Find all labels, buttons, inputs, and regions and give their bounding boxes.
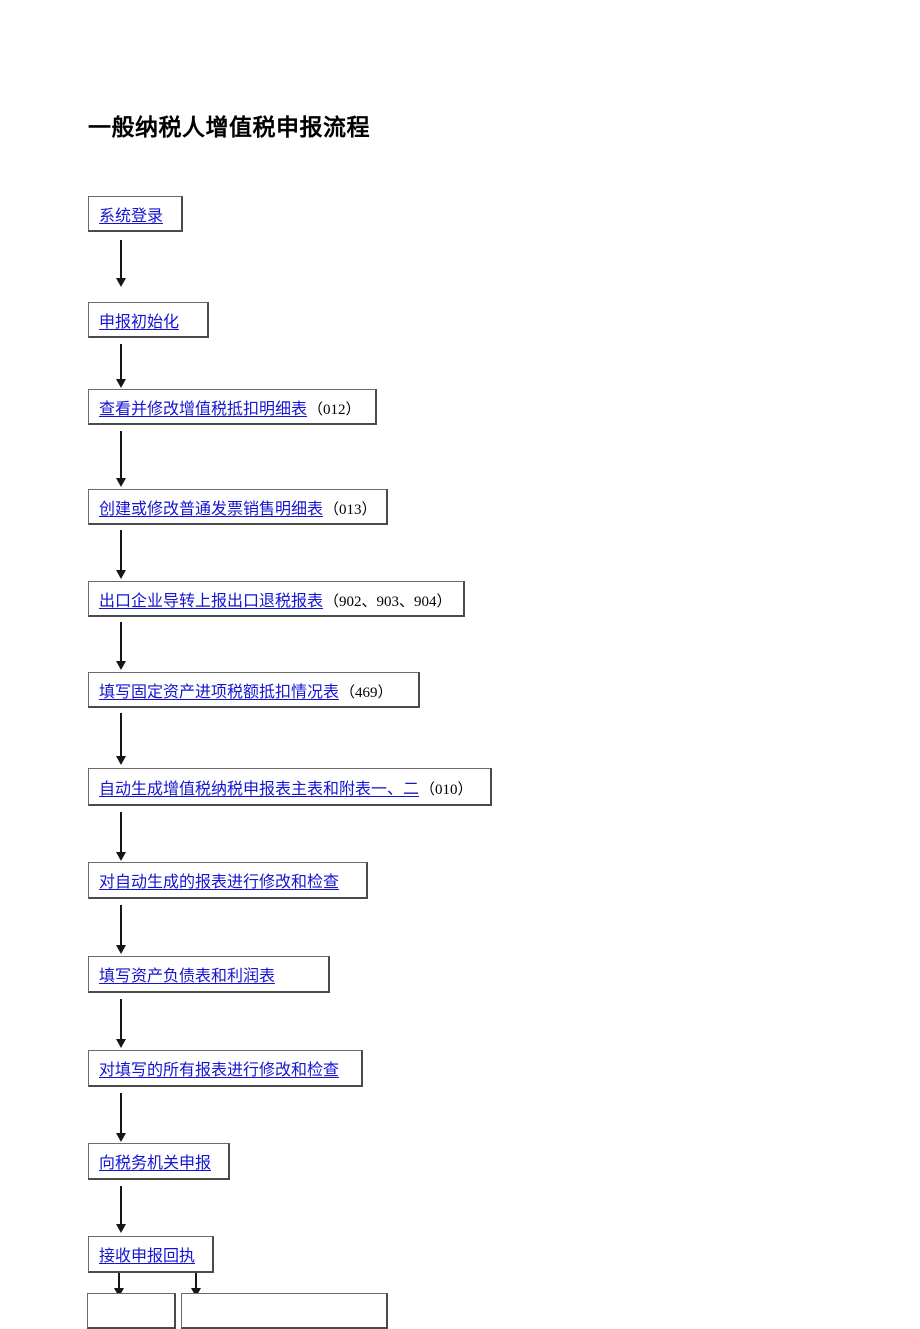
arrow-shaft bbox=[120, 622, 122, 661]
flow-node-invoice-sales-text: 创建或修改普通发票销售明细表（013） bbox=[89, 495, 377, 519]
flow-node-invoice-sales-label: 创建或修改普通发票销售明细表 bbox=[99, 500, 324, 518]
arrow-shaft bbox=[195, 1273, 197, 1288]
flow-node-branch-right[interactable] bbox=[181, 1293, 388, 1329]
flow-node-export-refund[interactable]: 出口企业导转上报出口退税报表（902、903、904） bbox=[88, 581, 465, 617]
arrow-shaft bbox=[120, 431, 122, 478]
flow-node-invoice-sales-code: （013） bbox=[324, 501, 377, 518]
flow-node-branch-left[interactable] bbox=[87, 1293, 176, 1329]
arrow-head-icon bbox=[116, 379, 126, 388]
arrow-head-icon bbox=[116, 945, 126, 954]
arrow-shaft bbox=[118, 1273, 120, 1288]
flow-node-balance-sheet-label: 填写资产负债表和利润表 bbox=[99, 968, 276, 985]
arrow-head-icon bbox=[116, 661, 126, 670]
flow-node-auto-generate-code: （010） bbox=[420, 781, 473, 798]
arrow-shaft bbox=[120, 713, 122, 756]
flow-node-init-text: 申报初始化 bbox=[89, 308, 180, 332]
flow-node-login[interactable]: 系统登录 bbox=[88, 196, 183, 232]
flow-node-fixed-assets-label: 填写固定资产进项税额抵扣情况表 bbox=[99, 683, 340, 701]
arrow-shaft bbox=[120, 1093, 122, 1133]
flow-node-modify-auto[interactable]: 对自动生成的报表进行修改和检查 bbox=[88, 862, 368, 899]
flow-node-receipt-code bbox=[195, 1249, 196, 1265]
arrow-head-icon bbox=[116, 852, 126, 861]
arrow-shaft bbox=[120, 999, 122, 1039]
flow-node-deduct-detail-text: 查看并修改增值税抵扣明细表（012） bbox=[89, 395, 361, 419]
flow-node-export-refund-text: 出口企业导转上报出口退税报表（902、903、904） bbox=[89, 587, 452, 611]
flow-node-modify-all[interactable]: 对填写的所有报表进行修改和检查 bbox=[88, 1050, 363, 1087]
flow-node-receipt-text: 接收申报回执 bbox=[89, 1242, 196, 1266]
flow-node-submit-tax-code bbox=[211, 1156, 212, 1172]
flow-node-modify-all-code bbox=[339, 1063, 340, 1079]
arrow-shaft bbox=[120, 344, 122, 379]
arrow-head-icon bbox=[116, 1133, 126, 1142]
flow-node-modify-auto-label: 对自动生成的报表进行修改和检查 bbox=[99, 874, 340, 891]
flow-node-balance-sheet-code bbox=[275, 969, 276, 985]
flow-node-balance-sheet-text: 填写资产负债表和利润表 bbox=[89, 962, 276, 986]
flow-node-export-refund-label: 出口企业导转上报出口退税报表 bbox=[99, 592, 324, 610]
arrow-shaft bbox=[120, 812, 122, 852]
arrow-head-icon bbox=[116, 1224, 126, 1233]
arrow-shaft bbox=[120, 240, 122, 278]
flow-node-login-text: 系统登录 bbox=[89, 202, 164, 226]
flow-node-submit-tax-label: 向税务机关申报 bbox=[99, 1155, 212, 1172]
flow-node-login-label: 系统登录 bbox=[99, 207, 164, 225]
flow-node-init-label: 申报初始化 bbox=[99, 313, 180, 331]
flow-node-receipt-label: 接收申报回执 bbox=[99, 1248, 196, 1265]
flow-node-modify-all-label: 对填写的所有报表进行修改和检查 bbox=[99, 1062, 340, 1079]
flow-node-modify-all-text: 对填写的所有报表进行修改和检查 bbox=[89, 1056, 340, 1080]
arrow-head-icon bbox=[116, 756, 126, 765]
flow-node-auto-generate-label: 自动生成增值税纳税申报表主表和附表一、二 bbox=[99, 780, 420, 798]
flow-node-invoice-sales[interactable]: 创建或修改普通发票销售明细表（013） bbox=[88, 489, 388, 525]
arrow-shaft bbox=[120, 530, 122, 570]
flow-node-balance-sheet[interactable]: 填写资产负债表和利润表 bbox=[88, 956, 330, 993]
flow-node-export-refund-code: （902、903、904） bbox=[324, 593, 452, 610]
flow-node-modify-auto-code bbox=[339, 875, 340, 891]
arrow-head-icon bbox=[114, 1288, 124, 1297]
arrow-head-icon bbox=[116, 570, 126, 579]
flowchart-page: 一般纳税人增值税申报流程 系统登录 申报初始化 查看并修改增值税抵扣明细表（01… bbox=[87, 115, 492, 1329]
flow-node-login-code bbox=[163, 209, 164, 225]
flow-node-modify-auto-text: 对自动生成的报表进行修改和检查 bbox=[89, 868, 340, 892]
flow-node-init-code bbox=[179, 315, 180, 331]
arrow-shaft bbox=[120, 905, 122, 945]
flow-node-deduct-detail[interactable]: 查看并修改增值税抵扣明细表（012） bbox=[88, 389, 377, 425]
flow-node-submit-tax[interactable]: 向税务机关申报 bbox=[88, 1143, 230, 1180]
arrow-shaft bbox=[120, 1186, 122, 1224]
flow-node-init[interactable]: 申报初始化 bbox=[88, 302, 209, 338]
flow-node-submit-tax-text: 向税务机关申报 bbox=[89, 1149, 212, 1173]
flow-node-fixed-assets-text: 填写固定资产进项税额抵扣情况表（469） bbox=[89, 678, 393, 702]
flow-node-fixed-assets-code: （469） bbox=[340, 684, 393, 701]
flow-node-receipt[interactable]: 接收申报回执 bbox=[88, 1236, 214, 1273]
flow-node-deduct-detail-code: （012） bbox=[308, 401, 361, 418]
arrow-head-icon bbox=[116, 1039, 126, 1048]
arrow-head-icon bbox=[191, 1288, 201, 1297]
flow-node-fixed-assets[interactable]: 填写固定资产进项税额抵扣情况表（469） bbox=[88, 672, 420, 708]
arrow-head-icon bbox=[116, 478, 126, 487]
flow-node-auto-generate-text: 自动生成增值税纳税申报表主表和附表一、二（010） bbox=[89, 775, 473, 799]
flow-node-auto-generate[interactable]: 自动生成增值税纳税申报表主表和附表一、二（010） bbox=[88, 768, 492, 806]
page-title: 一般纳税人增值税申报流程 bbox=[88, 115, 370, 140]
arrow-head-icon bbox=[116, 278, 126, 287]
flow-node-deduct-detail-label: 查看并修改增值税抵扣明细表 bbox=[99, 400, 308, 418]
